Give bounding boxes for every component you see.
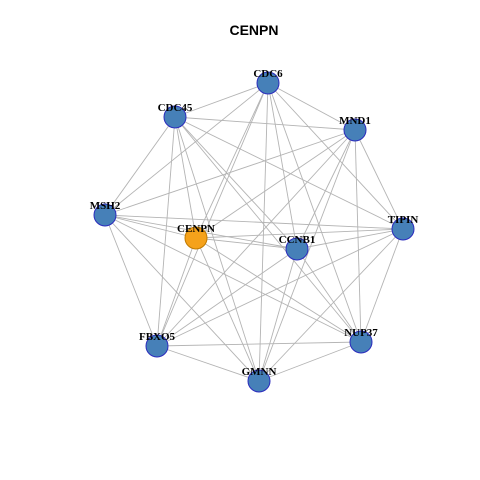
edge-fbxo5-nup37 — [156, 341, 362, 347]
node-label-mnd1: MND1 — [339, 115, 371, 127]
edge-cdc45-gmnn — [174, 116, 260, 382]
edge-cdc45-cenpn — [174, 116, 197, 239]
edge-cdc45-msh2 — [104, 116, 176, 216]
node-cenpn: CENPN — [177, 223, 215, 250]
edge-msh2-gmnn — [104, 214, 260, 382]
edge-ccnb1-fbxo5 — [156, 248, 298, 347]
node-nup37: NUP37 — [344, 327, 378, 354]
edge-tipin-gmnn — [258, 228, 404, 382]
edge-cdc6-mnd1 — [267, 82, 356, 131]
edge-ccnb1-nup37 — [296, 248, 362, 343]
node-label-cenpn: CENPN — [177, 223, 215, 235]
node-label-ccnb1: CCNB1 — [279, 234, 316, 246]
edge-cdc6-gmnn — [258, 82, 269, 382]
edge-nup37-gmnn — [258, 341, 362, 382]
node-cdc6: CDC6 — [253, 68, 283, 95]
edge-cenpn-fbxo5 — [156, 237, 197, 347]
edge-mnd1-msh2 — [104, 129, 356, 216]
edge-cenpn-ccnb1 — [195, 237, 298, 250]
edge-cdc45-ccnb1 — [174, 116, 298, 250]
edge-cdc45-mnd1 — [174, 116, 356, 131]
edge-cdc6-fbxo5 — [156, 82, 269, 347]
edge-cdc45-fbxo5 — [156, 116, 176, 347]
edge-mnd1-gmnn — [258, 129, 356, 382]
edge-cdc45-tipin — [174, 116, 404, 230]
node-ccnb1: CCNB1 — [279, 234, 316, 261]
edge-tipin-nup37 — [360, 228, 404, 343]
node-fbxo5: FBXO5 — [139, 331, 176, 358]
edge-cdc6-cenpn — [195, 82, 269, 239]
edge-cdc6-tipin — [267, 82, 404, 230]
edge-msh2-fbxo5 — [104, 214, 158, 347]
node-gmnn: GMNN — [242, 366, 277, 393]
node-mnd1: MND1 — [339, 115, 371, 142]
edge-tipin-cenpn — [195, 228, 404, 239]
edge-mnd1-fbxo5 — [156, 129, 356, 347]
edge-mnd1-tipin — [354, 129, 404, 230]
node-label-tipin: TIPIN — [388, 214, 419, 226]
edge-cdc45-nup37 — [174, 116, 362, 343]
node-circle-nup37 — [349, 330, 373, 354]
node-tipin: TIPIN — [388, 214, 419, 241]
edge-cdc6-cdc45 — [174, 82, 269, 118]
node-label-cdc6: CDC6 — [253, 68, 283, 80]
edge-msh2-tipin — [104, 214, 404, 230]
edge-mnd1-cenpn — [195, 129, 356, 239]
diagram-title: CENPN — [229, 22, 278, 38]
edge-cenpn-gmnn — [195, 237, 260, 382]
node-circle-fbxo5 — [145, 334, 169, 358]
node-cdc45: CDC45 — [158, 102, 193, 129]
edge-mnd1-nup37 — [354, 129, 362, 343]
edge-cenpn-nup37 — [195, 237, 362, 343]
edge-ccnb1-gmnn — [258, 248, 298, 382]
edge-msh2-cenpn — [104, 214, 197, 239]
edge-tipin-ccnb1 — [296, 228, 404, 250]
node-label-fbxo5: FBXO5 — [139, 331, 176, 343]
node-msh2: MSH2 — [90, 200, 121, 227]
node-circle-cdc6 — [256, 71, 280, 95]
node-circle-ccnb1 — [285, 237, 309, 261]
node-circle-tipin — [391, 217, 415, 241]
edge-fbxo5-gmnn — [156, 345, 260, 382]
node-label-gmnn: GMNN — [242, 366, 277, 378]
node-circle-gmnn — [247, 369, 271, 393]
node-circle-msh2 — [93, 203, 117, 227]
edge-cdc6-ccnb1 — [267, 82, 298, 250]
edge-mnd1-ccnb1 — [296, 129, 356, 250]
node-label-msh2: MSH2 — [90, 200, 121, 212]
node-label-nup37: NUP37 — [344, 327, 378, 339]
node-circle-mnd1 — [343, 118, 367, 142]
edge-msh2-nup37 — [104, 214, 362, 343]
edge-cdc6-msh2 — [104, 82, 269, 216]
node-circle-cdc45 — [163, 105, 187, 129]
node-label-cdc45: CDC45 — [158, 102, 193, 114]
node-circle-cenpn — [184, 226, 208, 250]
edges-layer — [104, 82, 404, 382]
edge-tipin-fbxo5 — [156, 228, 404, 347]
